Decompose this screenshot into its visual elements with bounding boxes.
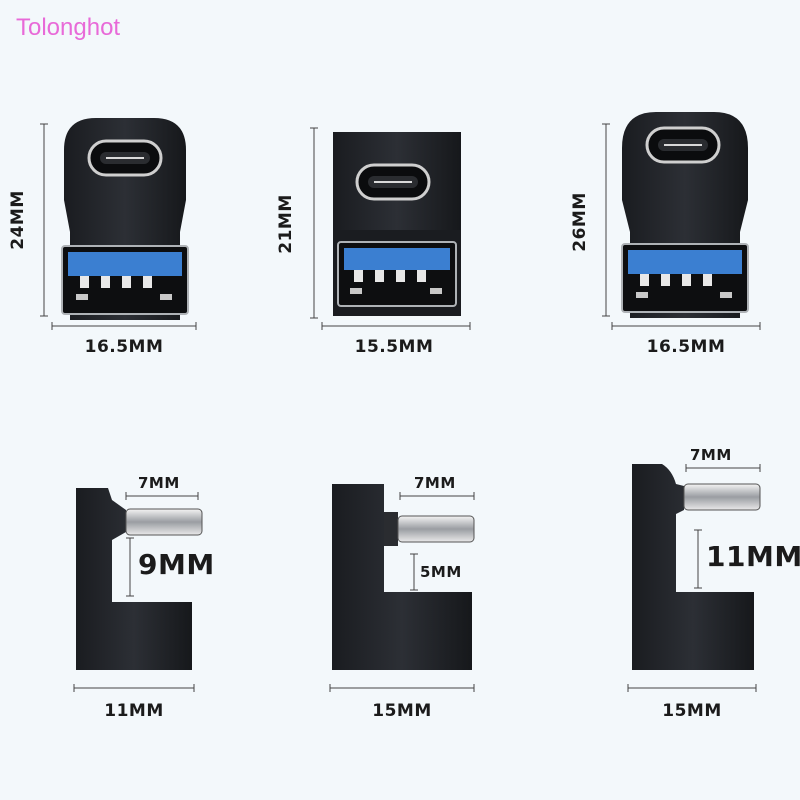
- usb-c-plug: [397, 515, 475, 543]
- adapter-top-middle: [333, 132, 461, 316]
- width-label: 15MM: [662, 701, 722, 721]
- adapter-top-right: [621, 112, 749, 318]
- plug-offset-label: 9MM: [138, 548, 215, 581]
- width-label: 11MM: [104, 701, 164, 721]
- plug-offset-label: 5MM: [420, 563, 462, 581]
- watermark-text: Tolonghot: [16, 14, 121, 41]
- height-label: 21MM: [276, 194, 296, 254]
- plug-length-label: 7MM: [138, 474, 180, 492]
- height-label: 26MM: [570, 192, 590, 252]
- bottom-dimension-lines: [73, 464, 761, 692]
- width-label: 16.5MM: [84, 337, 164, 357]
- height-label: 24MM: [8, 190, 28, 250]
- width-label: 15MM: [372, 701, 432, 721]
- usb-c-plug: [125, 508, 203, 536]
- plug-length-label: 7MM: [414, 474, 456, 492]
- width-label: 16.5MM: [646, 337, 726, 357]
- adapter-bottom-left-side: [76, 488, 203, 670]
- adapter-bottom-middle-side: [332, 484, 475, 670]
- width-label: 15.5MM: [354, 337, 434, 357]
- adapter-bottom-right-side: [632, 464, 761, 670]
- plug-offset-label: 11MM: [706, 540, 800, 573]
- adapter-top-left: [61, 118, 189, 320]
- usb-c-plug: [683, 483, 761, 511]
- top-dimension-lines: [40, 123, 761, 330]
- plug-length-label: 7MM: [690, 446, 732, 464]
